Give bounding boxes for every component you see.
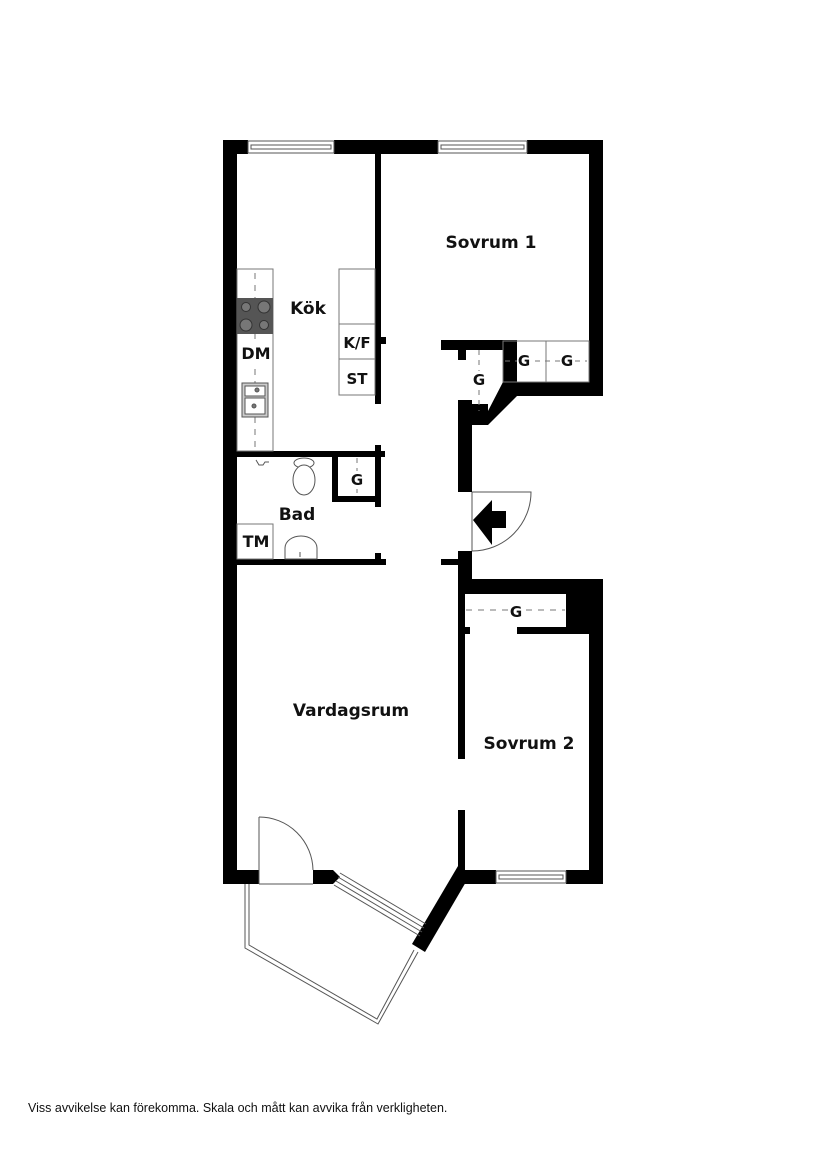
disclaimer-text: Viss avvikelse kan förekomma. Skala och …: [28, 1101, 448, 1115]
windows: [247, 140, 567, 884]
window-bedroom1: [437, 140, 528, 154]
label-wardrobe-bed1-b: G: [561, 352, 573, 370]
room-label-bedroom2: Sovrum 2: [484, 734, 575, 754]
room-label-living: Vardagsrum: [293, 701, 409, 721]
label-fridge-freezer: K/F: [343, 334, 370, 352]
label-wardrobe-bath: G: [351, 471, 363, 489]
toilet-icon: [292, 457, 316, 496]
fixture-labels: DM K/F ST G G G G TM G: [241, 334, 575, 621]
walls: [223, 140, 603, 952]
stove-icon: [237, 298, 273, 334]
room-labels: Kök Sovrum 1 Bad Vardagsrum Sovrum 2: [279, 233, 575, 754]
label-dishwasher: DM: [241, 344, 270, 363]
room-label-kitchen: Kök: [290, 299, 327, 319]
balcony-door[interactable]: [258, 816, 314, 885]
room-label-bedroom1: Sovrum 1: [446, 233, 537, 253]
kitchen-tall-cabinets: [338, 268, 376, 396]
balcony: [244, 884, 419, 1025]
label-storage-cabinet: ST: [346, 370, 368, 388]
label-wardrobe-hall: G: [473, 371, 485, 389]
window-bedroom2: [495, 870, 567, 884]
label-wardrobe-bed2: G: [510, 603, 522, 621]
label-washing-machine: TM: [243, 532, 270, 551]
room-label-bathroom: Bad: [279, 505, 316, 525]
shower-tap-icon: [255, 459, 269, 466]
window-kitchen: [247, 140, 335, 154]
label-wardrobe-bed1-a: G: [518, 352, 530, 370]
entrance-arrow-icon: [473, 500, 506, 545]
washbasin-icon: [284, 535, 318, 560]
washing-machine-box: [236, 523, 274, 560]
window-living-balcony: [333, 872, 427, 937]
entrance-door[interactable]: [471, 491, 532, 552]
kitchen-sink-icon: [241, 382, 269, 418]
